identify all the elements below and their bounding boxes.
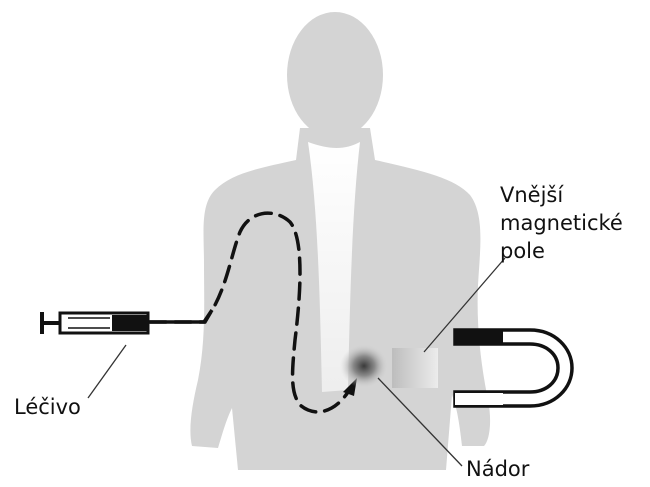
head [287,12,383,138]
label-field-line1: Vnější [500,181,623,209]
label-field-line3: pole [500,237,623,265]
label-tumor: Nádor [466,455,529,483]
leader-drug [88,345,126,398]
magnetic-field-area [392,348,438,388]
label-field-line2: magnetické [500,209,623,237]
label-external-magnetic-field: Vnější magnetické pole [500,181,623,265]
syringe-icon [42,312,148,334]
label-drug: Léčivo [14,393,81,421]
syringe-line [148,310,212,322]
